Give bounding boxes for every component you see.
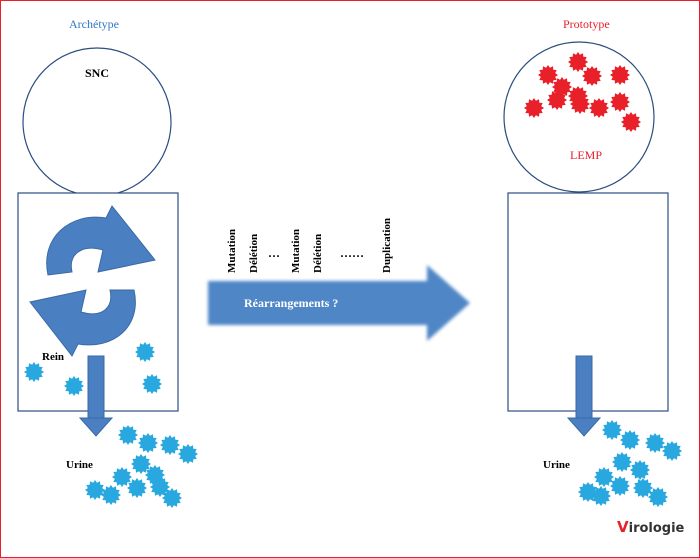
virologie-logo: Virologie: [617, 518, 685, 536]
left-urine-virus-group: [85, 425, 198, 508]
kidney-virus-group: [24, 342, 162, 396]
brain-virus-11: [610, 92, 630, 112]
event-duplication: Duplication: [381, 217, 393, 273]
replication-cycle-arrows: [29, 205, 156, 357]
left-urine-virus-4: [178, 444, 198, 464]
left-urine-virus-6: [112, 467, 132, 487]
lemp-label: LEMP: [570, 148, 603, 162]
left-urine-virus-10: [127, 478, 147, 498]
brain-virus-10: [589, 98, 609, 118]
event-ellipsis-2: ……: [340, 246, 364, 260]
prototype-title: Prototype: [563, 17, 610, 31]
kidney-virus-3: [64, 376, 84, 396]
right-urine-virus-11: [633, 478, 653, 498]
left-urine-label: Urine: [66, 459, 93, 471]
left-urine-virus-5: [131, 454, 151, 474]
event-deletion-1: Délétion: [248, 233, 260, 273]
left-urine-virus-12: [162, 488, 182, 508]
right-urine-virus-10: [610, 476, 630, 496]
brain-virus-group: [524, 52, 641, 132]
event-deletion-2: Délétion: [312, 233, 324, 273]
right-urine-label: Urine: [543, 459, 570, 471]
left-urine-virus-8: [85, 480, 105, 500]
right-urine-virus-12: [648, 487, 668, 507]
rearrangement-arrow: [208, 265, 470, 341]
kidney-virus-1: [135, 342, 155, 362]
left-urine-virus-3: [160, 435, 180, 455]
right-urine-virus-3: [645, 433, 665, 453]
right-urine-virus-2: [620, 430, 640, 450]
brain-virus-9: [570, 94, 590, 114]
archetype-title: Archétype: [69, 17, 119, 31]
right-urine-virus-group: [578, 420, 682, 507]
left-down-arrow: [78, 355, 114, 437]
right-urine-virus-4: [662, 441, 682, 461]
brain-virus-2: [538, 65, 558, 85]
left-urine-virus-1: [118, 425, 138, 445]
event-mutation-1: Mutation: [226, 229, 238, 273]
snc-label: SNC: [85, 66, 110, 80]
kidney-virus-2: [24, 362, 44, 382]
right-urine-virus-1: [602, 420, 622, 440]
brain-virus-4: [582, 66, 602, 86]
right-urine-virus-5: [612, 452, 632, 472]
brain-virus-6: [524, 98, 544, 118]
brain-virus-12: [621, 112, 641, 132]
event-mutation-2: Mutation: [290, 229, 302, 273]
event-ellipsis-1: …: [268, 246, 280, 260]
right-down-arrow: [566, 355, 602, 437]
right-urine-virus-7: [630, 460, 650, 480]
kidney-label: Rein: [42, 351, 64, 363]
left-urine-virus-2: [138, 433, 158, 453]
right-urine-virus-9: [591, 486, 611, 506]
brain-virus-7: [547, 90, 567, 110]
left-urine-virus-11: [150, 477, 170, 497]
rearrangement-label: Réarrangements ?: [244, 296, 339, 310]
brain-virus-5: [610, 65, 630, 85]
brain-virus-1: [568, 52, 588, 72]
left-urine-virus-9: [101, 485, 121, 505]
kidney-virus-4: [142, 374, 162, 394]
right-urine-virus-6: [594, 467, 614, 487]
